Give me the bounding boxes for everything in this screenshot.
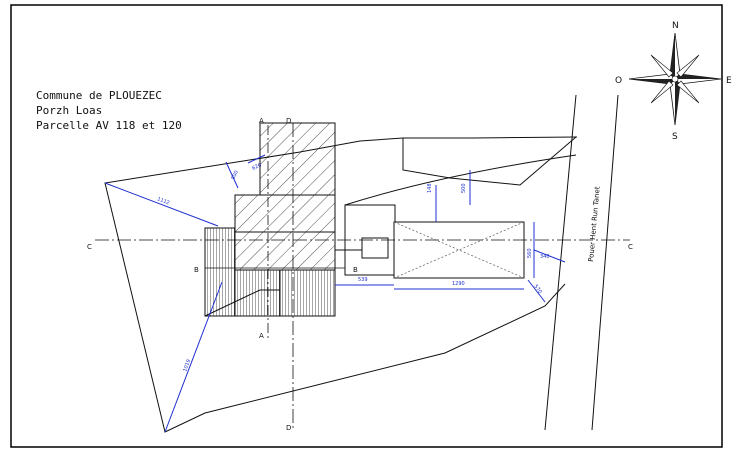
dim-340: 340	[540, 254, 550, 260]
compass-north: N	[672, 21, 679, 31]
compass-west: O	[615, 76, 622, 86]
marker-d-top: D	[286, 117, 291, 125]
curved-boundary	[344, 154, 577, 206]
dim-500-left: 500	[230, 170, 239, 181]
road-edge-left	[544, 94, 577, 431]
marker-a-bottom: A	[259, 332, 264, 340]
dim-148: 148	[427, 183, 433, 193]
marker-d-bottom: D	[286, 424, 291, 432]
marker-b-right: B	[353, 266, 358, 274]
house-annex-vertical-hatch	[204, 227, 236, 317]
road-edge-right	[591, 94, 619, 431]
parcel-reference: Parcelle AV 118 et 120	[36, 119, 182, 132]
road-label: Pouer Hent Run Tanet	[587, 186, 602, 262]
marker-c-left: C	[87, 243, 92, 251]
house-terrace	[234, 269, 281, 317]
place-name: Porzh Loas	[36, 104, 103, 117]
outbuilding-outline	[402, 136, 577, 186]
dim-1019: 1019	[182, 359, 192, 373]
house-garage	[279, 269, 336, 317]
marker-b-left: B	[194, 266, 199, 274]
dim-626: 626	[251, 162, 262, 171]
compass-east: E	[726, 76, 732, 86]
compass-rose: N S E O	[615, 21, 732, 142]
house-upper-hatch	[259, 122, 336, 196]
marker-c-right: C	[628, 243, 633, 251]
marker-a-top: A	[259, 117, 264, 125]
dim-1112: 1112	[156, 196, 170, 206]
commune-name: Commune de PLOUEZEC	[36, 89, 162, 102]
dim-570: 570	[532, 284, 542, 295]
dim-500-top: 500	[461, 183, 467, 193]
small-annex	[361, 237, 389, 259]
title-block: Commune de PLOUEZEC Porzh Loas Parcelle …	[36, 88, 182, 133]
compass-south: S	[672, 132, 678, 142]
drawing-frame	[10, 4, 723, 448]
dim-1290: 1290	[452, 281, 465, 287]
dim-560: 560	[527, 248, 533, 258]
dim-539: 539	[358, 277, 368, 283]
